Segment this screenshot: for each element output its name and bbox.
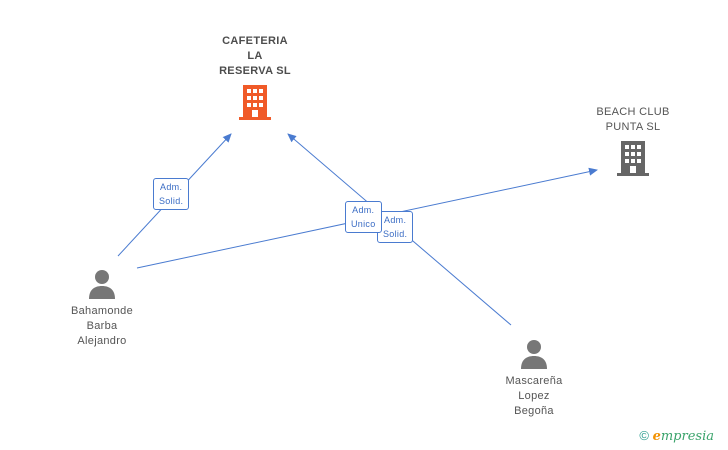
building-icon	[239, 85, 271, 120]
role-badge-adm-unico[interactable]: Adm. Unico	[345, 201, 382, 233]
person-name: Mascareña Lopez Begoña	[505, 375, 563, 417]
company-node-cafeteria[interactable]: CAFETERIA LA RESERVA SL	[205, 34, 305, 121]
person-icon	[521, 340, 547, 369]
copyright-icon: ©	[639, 428, 649, 443]
person-node-mascarena[interactable]: Mascareña Lopez Begoña	[484, 338, 584, 419]
company-node-beach-club[interactable]: BEACH CLUB PUNTA SL	[583, 105, 683, 177]
role-badge-adm-solid[interactable]: Adm. Solid.	[153, 178, 190, 210]
company-name: CAFETERIA LA RESERVA SL	[219, 35, 291, 77]
person-name: Bahamonde Barba Alejandro	[70, 305, 134, 347]
person-node-bahamonde[interactable]: Bahamonde Barba Alejandro	[52, 268, 152, 349]
brand-footer[interactable]: © empresia	[639, 428, 714, 444]
role-badge-adm-solid[interactable]: Adm. Solid.	[377, 211, 414, 243]
building-icon	[617, 141, 649, 176]
person-icon	[89, 270, 115, 299]
brand-logo: empresia	[652, 429, 714, 444]
company-name: BEACH CLUB PUNTA SL	[596, 106, 670, 133]
